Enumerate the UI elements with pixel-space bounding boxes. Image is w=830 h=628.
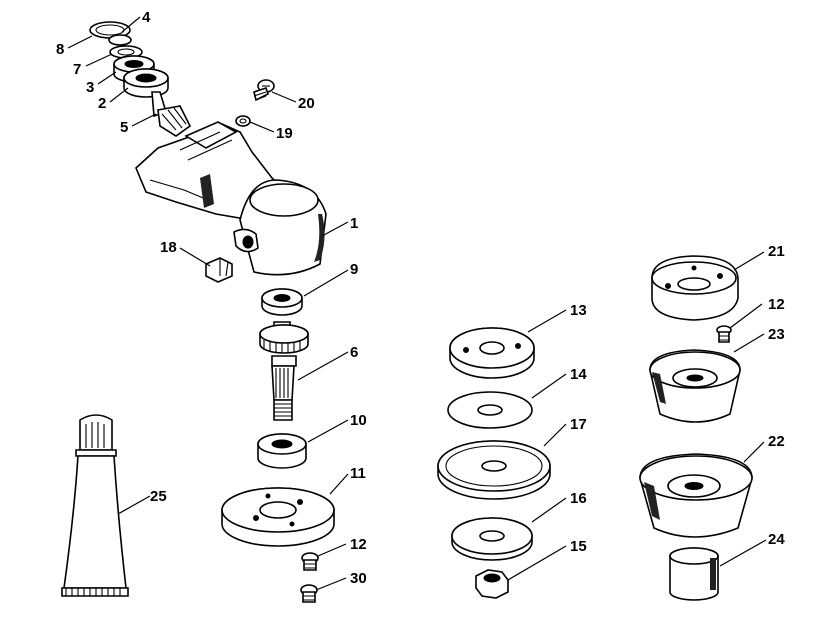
part-1-gear-housing [135, 121, 327, 276]
part-7-washer [109, 45, 143, 59]
callout-7: 7 [73, 61, 81, 78]
part-21-mowing-head-cap [651, 255, 739, 321]
callout-20: 20 [298, 95, 315, 112]
callout-12-right: 12 [768, 296, 785, 313]
part-14-washer [447, 391, 533, 429]
callout-1: 1 [350, 215, 358, 232]
callout-25: 25 [150, 488, 167, 505]
callout-3: 3 [86, 79, 94, 96]
part-12-screw-left [301, 552, 319, 571]
callout-12-left: 12 [350, 536, 367, 553]
callout-5: 5 [120, 119, 128, 136]
leader-lines [67, 16, 767, 591]
callout-10: 10 [350, 412, 367, 429]
callout-9: 9 [350, 261, 358, 278]
part-12-screw-right [716, 325, 732, 343]
callout-17: 17 [570, 416, 587, 433]
callout-6: 6 [350, 344, 358, 361]
callout-22: 22 [768, 433, 785, 450]
part-22-mowing-cup [639, 453, 753, 538]
part-16-thrust-washer [451, 517, 533, 561]
callout-2: 2 [98, 95, 106, 112]
part-25-grease-tube [61, 414, 129, 597]
part-2-bearing [123, 68, 169, 98]
part-13-thrust-plate [449, 327, 535, 379]
part-10-bearing [257, 433, 307, 469]
callout-15: 15 [570, 538, 587, 555]
part-15-nut [475, 569, 509, 599]
callout-23: 23 [768, 326, 785, 343]
part-5-pinion [151, 91, 192, 137]
part-30-screw [300, 584, 318, 603]
part-9-bearing [261, 288, 303, 316]
callout-19: 19 [276, 125, 293, 142]
callout-14: 14 [570, 366, 587, 383]
part-23-cup [649, 349, 741, 423]
part-6-gear-shaft [259, 321, 309, 421]
callout-18: 18 [160, 239, 177, 256]
callout-8: 8 [56, 41, 64, 58]
callout-24: 24 [768, 531, 785, 548]
part-4-circlip [108, 34, 132, 46]
part-18-plug [205, 257, 233, 283]
part-19-washer [235, 115, 251, 127]
part-24-spacer [669, 547, 719, 601]
part-17-disc [437, 440, 551, 500]
callout-16: 16 [570, 490, 587, 507]
part-8-snap-ring [89, 21, 131, 39]
part-20-screw [253, 79, 275, 102]
part-11-flange [221, 487, 335, 547]
callout-30: 30 [350, 570, 367, 587]
callout-21: 21 [768, 243, 785, 260]
callout-11: 11 [350, 465, 366, 482]
callout-13: 13 [570, 302, 587, 319]
callout-4: 4 [142, 9, 151, 26]
callout-labels: 8 4 7 3 2 5 20 19 1 18 9 6 10 11 12 30 2… [56, 9, 785, 587]
